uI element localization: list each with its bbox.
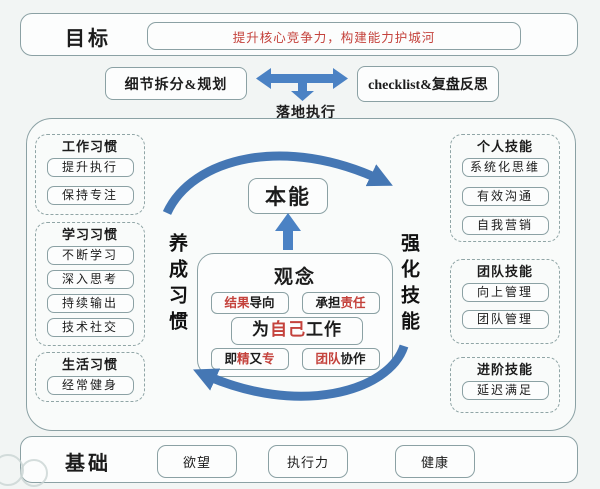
instinct-box: 本能	[248, 178, 328, 214]
plain-text: 协作	[340, 352, 366, 366]
group-title: 学习习惯	[61, 227, 118, 242]
concept-item-team-collaboration: 团队协作	[301, 348, 380, 370]
highlight-text: 结果	[224, 296, 250, 310]
plain-text: 即	[224, 352, 237, 366]
item-box: 不断学习	[46, 246, 134, 265]
concept-item-work-for-yourself: 为自己工作	[231, 317, 363, 345]
group-advanced-skills: 进阶技能延迟满足	[450, 357, 560, 413]
label-strengthen-skills: 强化技能	[398, 233, 419, 337]
concept-item-result-oriented: 结果导向	[210, 292, 289, 314]
highlight-text: 专	[262, 352, 275, 366]
plain-text: 又	[249, 352, 263, 366]
item-box: 延迟满足	[461, 381, 549, 400]
base-item-execution: 执行力	[268, 445, 348, 478]
goal-section: 目标 提升核心竞争力，构建能力护城河	[20, 13, 578, 56]
item-box: 保持专注	[46, 186, 134, 205]
concept-box: 观念 结果导向 承担责任 为自己工作 即精又专 团队协作	[197, 253, 393, 377]
highlight-text: 精	[236, 352, 250, 366]
group-title: 个人技能	[476, 139, 533, 154]
plain-text: 为	[252, 320, 270, 339]
concept-item-refined-and-specialized: 即精又专	[210, 348, 289, 370]
concept-title: 观念	[273, 267, 316, 288]
highlight-text: 责任	[340, 296, 366, 310]
plan-box-breakdown: 细节拆分&规划	[105, 67, 247, 100]
concept-item-take-responsibility: 承担责任	[301, 292, 380, 314]
group-title: 工作习惯	[61, 139, 118, 154]
plain-text: 工作	[306, 320, 342, 339]
item-box: 系统化思维	[461, 158, 549, 177]
highlight-text: 团队	[315, 352, 341, 366]
label-build-habits: 养成习惯	[166, 233, 187, 337]
item-box: 向上管理	[461, 283, 549, 302]
group-title: 生活习惯	[61, 357, 118, 372]
base-item-health: 健康	[395, 445, 475, 478]
item-box: 提升执行	[46, 158, 134, 177]
group-work-habits: 工作习惯提升执行保持专注	[35, 134, 145, 215]
item-box: 经常健身	[46, 376, 134, 395]
plain-text: 承担	[315, 296, 341, 310]
item-box: 持续输出	[46, 294, 134, 313]
base-section: 基础 欲望 执行力 健康	[20, 436, 578, 483]
item-box: 自我营销	[461, 216, 549, 235]
group-team-skills: 团队技能向上管理团队管理	[450, 259, 560, 344]
goal-title: 目标	[65, 28, 111, 50]
item-box: 有效沟通	[461, 187, 549, 206]
item-box: 深入思考	[46, 270, 134, 289]
execution-label: 落地执行	[276, 106, 336, 121]
item-box: 团队管理	[461, 310, 549, 329]
goal-statement-box: 提升核心竞争力，构建能力护城河	[147, 22, 521, 50]
group-personal-skills: 个人技能系统化思维有效沟通自我营销	[450, 134, 560, 242]
item-box: 技术社交	[46, 318, 134, 337]
group-title: 进阶技能	[476, 362, 533, 377]
group-title: 团队技能	[476, 264, 533, 279]
base-title: 基础	[65, 453, 111, 475]
group-study-habits: 学习习惯不断学习深入思考持续输出技术社交	[35, 222, 145, 346]
base-item-desire: 欲望	[157, 445, 237, 478]
plain-text: 导向	[249, 296, 275, 310]
two-way-down-arrow-icon	[256, 68, 348, 101]
highlight-text: 自己	[270, 320, 306, 339]
group-life-habits: 生活习惯经常健身	[35, 352, 145, 402]
plan-box-checklist: checklist&复盘反思	[357, 66, 499, 102]
